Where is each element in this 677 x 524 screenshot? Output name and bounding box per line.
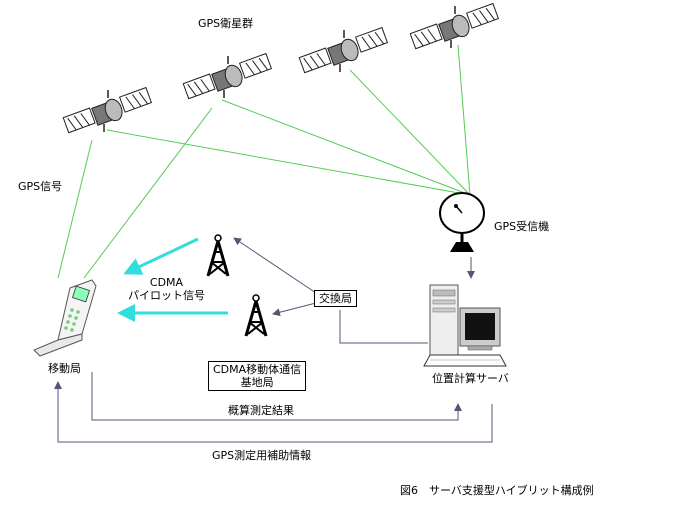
satellite-3-icon <box>298 26 389 74</box>
rough-result-arrow <box>91 372 462 421</box>
base-station-tower-2-icon <box>244 293 268 338</box>
mobile-phone-icon <box>33 279 97 357</box>
figure-caption: 図6 サーバ支援型ハイブリット構成例 <box>400 484 594 497</box>
satellite-1-icon <box>62 86 153 134</box>
satellite-2-icon <box>182 52 273 100</box>
base-station-tower-1-icon <box>206 233 230 278</box>
cdma-pilot-arrows <box>117 237 228 322</box>
server-label: 位置計算サーバ <box>432 372 509 385</box>
satellites-label: GPS衛星群 <box>198 17 254 30</box>
exchange-box: 交換局 <box>314 290 357 307</box>
gps-signal-label: GPS信号 <box>18 180 63 193</box>
satellite-4-icon <box>409 2 500 50</box>
assist-info-label: GPS測定用補助情報 <box>212 449 312 462</box>
mobile-label: 移動局 <box>48 362 81 375</box>
gps-dish-icon <box>439 192 485 252</box>
server-computer-icon <box>423 284 507 367</box>
gps-receiver-label: GPS受信機 <box>494 220 550 233</box>
gps-links <box>57 44 471 279</box>
cdma-pilot-label: CDMA パイロット信号 <box>128 276 205 302</box>
assist-info-arrow <box>54 381 493 443</box>
base-station-box: CDMA移動体通信 基地局 <box>208 361 307 391</box>
rough-result-label: 概算測定結果 <box>228 404 294 417</box>
network-links <box>233 237 428 344</box>
